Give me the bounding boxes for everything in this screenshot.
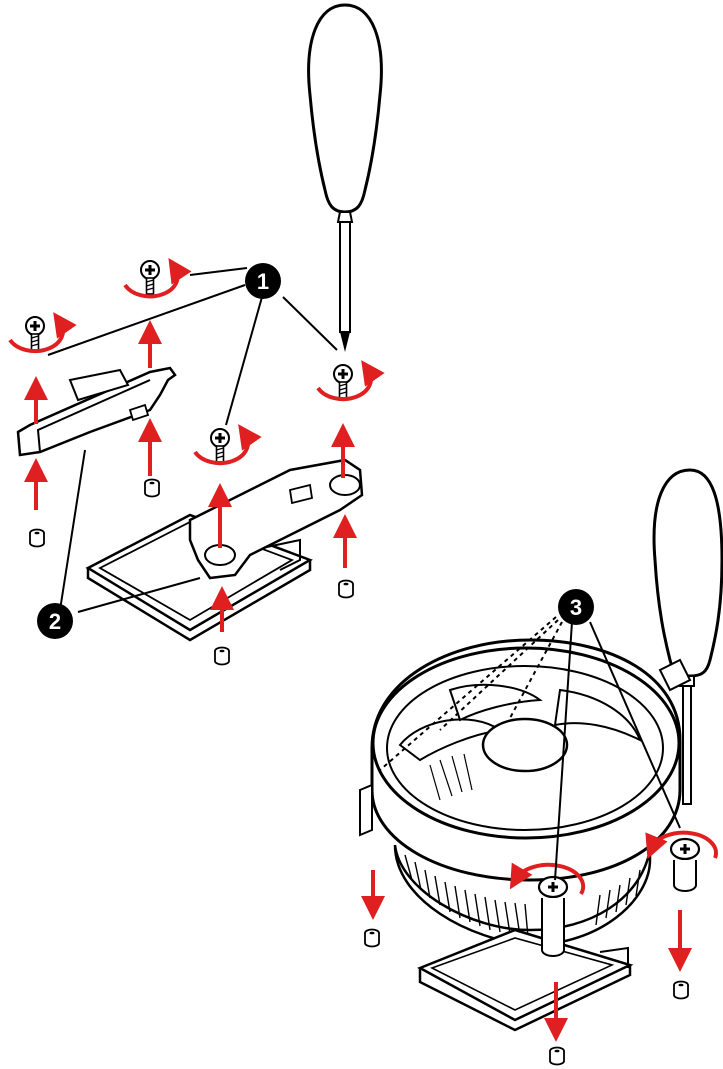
screwdriver-icon — [309, 5, 382, 352]
cpu-socket-right — [420, 930, 630, 1030]
svg-text:1: 1 — [257, 269, 269, 294]
cooler-fan-shroud — [360, 640, 690, 880]
svg-text:3: 3 — [570, 595, 582, 620]
svg-text:2: 2 — [49, 609, 61, 634]
